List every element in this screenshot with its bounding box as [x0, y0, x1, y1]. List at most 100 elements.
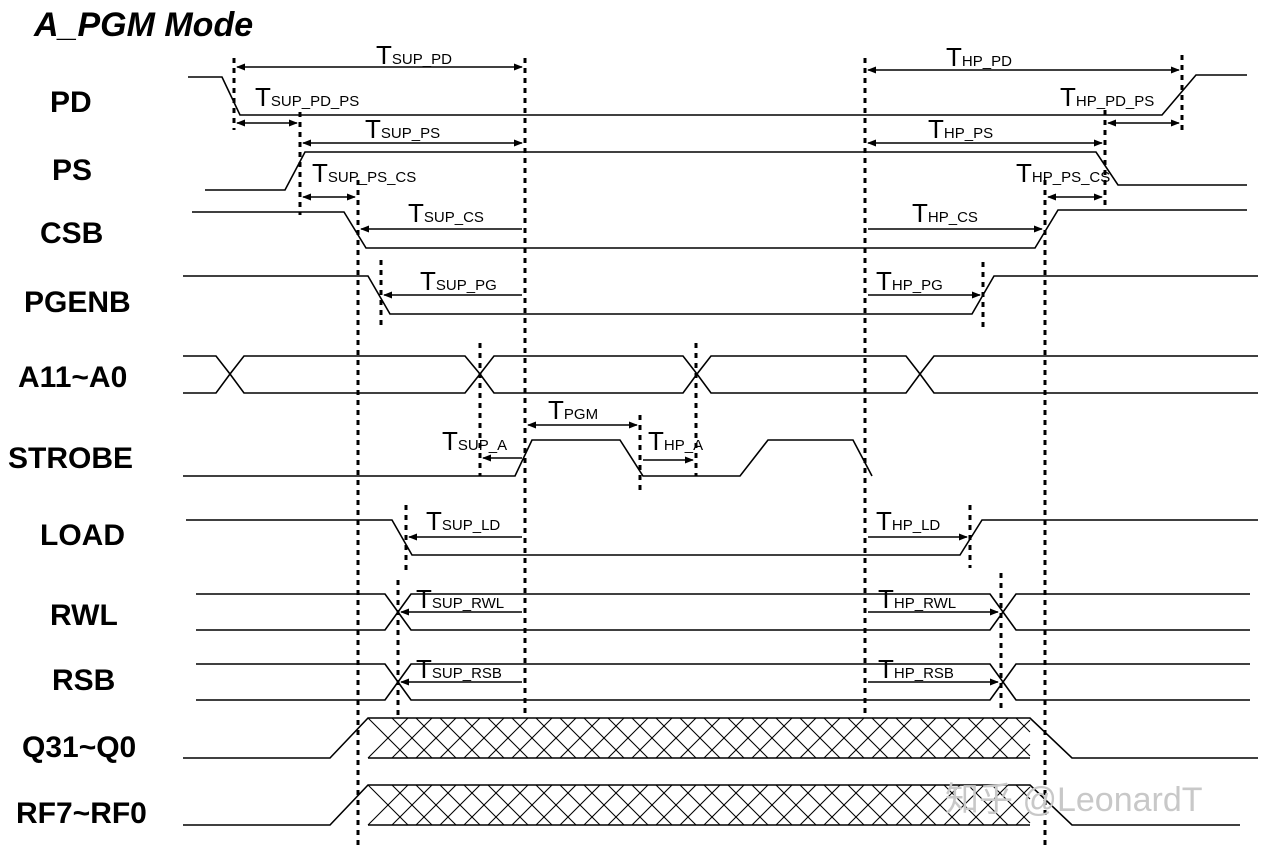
- label-hp-rwl: THP_RWL: [878, 584, 956, 614]
- bus-hatch-line: [847, 717, 889, 759]
- bus-hatch-line: [799, 717, 841, 759]
- signal-label-csb: CSB: [40, 217, 103, 250]
- signal-label-ps: PS: [52, 154, 92, 187]
- signal-labels: PD PS CSB PGENB A11~A0 STROBE LOAD RWL R…: [8, 86, 147, 830]
- bus-hatch-line: [631, 784, 673, 826]
- bus-hatch-line: [559, 717, 601, 759]
- q-bus-waveform: [183, 717, 1258, 759]
- bus-hatch-line: [751, 717, 793, 759]
- bus-hatch-line: [463, 717, 505, 759]
- bus-hatch-line: [391, 717, 433, 759]
- signal-label-strobe: STROBE: [8, 442, 133, 475]
- csb-waveform: [192, 209, 1247, 249]
- rf-bus-waveform: [183, 784, 1240, 826]
- bus-hatch-line: [415, 784, 457, 826]
- rsb-waveform: [196, 663, 1250, 701]
- bus-hatch-line: [439, 717, 481, 759]
- ps-waveform: [205, 151, 1247, 191]
- label-pgm: TPGM: [548, 395, 598, 425]
- signal-label-address: A11~A0: [18, 361, 127, 394]
- bus-hatch-line: [895, 784, 937, 826]
- bus-hatch-line: [583, 784, 625, 826]
- bus-hatch-line: [1015, 810, 1031, 826]
- bus-hatch-line: [583, 717, 625, 759]
- bus-hatch-line: [607, 717, 649, 759]
- bus-hatch-line: [775, 717, 817, 759]
- reference-lines: [232, 55, 1184, 845]
- pgenb-waveform: [183, 275, 1258, 315]
- label-hp-pd: THP_PD: [946, 42, 1012, 72]
- label-sup-pg: TSUP_PG: [420, 266, 497, 296]
- bus-hatch-line: [655, 784, 697, 826]
- bus-hatch-line: [751, 784, 793, 826]
- bus-hatch-line: [439, 784, 481, 826]
- label-sup-pd: TSUP_PD: [376, 40, 452, 70]
- bus-hatch-line: [487, 717, 529, 759]
- bus-hatch-line: [655, 717, 697, 759]
- bus-hatch-line: [943, 717, 985, 759]
- bus-hatch-line: [775, 784, 817, 826]
- bus-hatch-line: [919, 717, 961, 759]
- label-sup-ps: TSUP_PS: [365, 114, 440, 144]
- label-sup-rwl: TSUP_RWL: [416, 584, 504, 614]
- bus-hatch-line: [847, 784, 889, 826]
- signal-label-q-bus: Q31~Q0: [22, 731, 136, 764]
- signal-label-load: LOAD: [40, 519, 125, 552]
- bus-hatch-line: [511, 784, 553, 826]
- label-hp-ps-cs: THP_PS_CS: [1016, 158, 1110, 188]
- diagram-title: A_PGM Mode: [33, 6, 253, 44]
- bus-hatch-line: [559, 784, 601, 826]
- bus-hatch-line: [871, 717, 913, 759]
- bus-hatch-line: [727, 717, 769, 759]
- bus-hatch-line: [679, 784, 721, 826]
- bus-hatch-line: [727, 784, 769, 826]
- label-sup-ps-cs: TSUP_PS_CS: [312, 158, 416, 188]
- bus-hatch-line: [367, 784, 409, 826]
- signal-label-rsb: RSB: [52, 664, 115, 697]
- bus-hatch-line: [415, 717, 457, 759]
- label-hp-ps: THP_PS: [928, 114, 993, 144]
- bus-hatch-line: [487, 784, 529, 826]
- bus-hatch-line: [1015, 784, 1031, 800]
- label-hp-pd-ps: THP_PD_PS: [1060, 82, 1154, 112]
- bus-hatch-line: [679, 717, 721, 759]
- signal-label-rwl: RWL: [50, 599, 118, 632]
- signal-label-pgenb: PGENB: [24, 286, 131, 319]
- bus-hatch-line: [703, 784, 745, 826]
- bus-hatch-line: [919, 784, 961, 826]
- waveforms: [183, 74, 1258, 826]
- bus-hatch-line: [367, 717, 409, 759]
- bus-hatch-line: [823, 784, 865, 826]
- strobe-waveform: [183, 439, 873, 477]
- timing-arrows: [236, 63, 1180, 686]
- load-waveform: [186, 519, 1258, 556]
- bus-hatch-line: [895, 717, 937, 759]
- bus-hatch-line: [871, 784, 913, 826]
- signal-label-rf-bus: RF7~RF0: [16, 797, 147, 830]
- bus-hatch-line: [967, 717, 1009, 759]
- bus-hatch-line: [511, 717, 553, 759]
- address-bus-waveform: [183, 355, 1258, 394]
- bus-hatch-line: [607, 784, 649, 826]
- bus-hatch-line: [391, 784, 433, 826]
- label-sup-pd-ps: TSUP_PD_PS: [255, 82, 359, 112]
- bus-hatch-line: [631, 717, 673, 759]
- label-hp-pg: THP_PG: [876, 266, 943, 296]
- bus-hatch-line: [823, 717, 865, 759]
- bus-hatch-line: [463, 784, 505, 826]
- timing-labels: TSUP_PD THP_PD TSUP_PD_PS THP_PD_PS TSUP…: [255, 40, 1154, 684]
- pd-waveform: [188, 74, 1247, 116]
- bus-hatch-line: [535, 784, 577, 826]
- label-sup-ld: TSUP_LD: [426, 506, 500, 536]
- label-hp-cs: THP_CS: [912, 198, 978, 228]
- label-sup-cs: TSUP_CS: [408, 198, 484, 228]
- bus-hatch-line: [1015, 717, 1031, 733]
- bus-hatch-line: [799, 784, 841, 826]
- rwl-waveform: [196, 593, 1250, 631]
- bus-hatch-line: [967, 784, 1009, 826]
- bus-hatch-line: [703, 717, 745, 759]
- label-hp-ld: THP_LD: [876, 506, 940, 536]
- label-hp-a: THP_A: [648, 426, 703, 456]
- label-sup-a: TSUP_A: [442, 426, 507, 456]
